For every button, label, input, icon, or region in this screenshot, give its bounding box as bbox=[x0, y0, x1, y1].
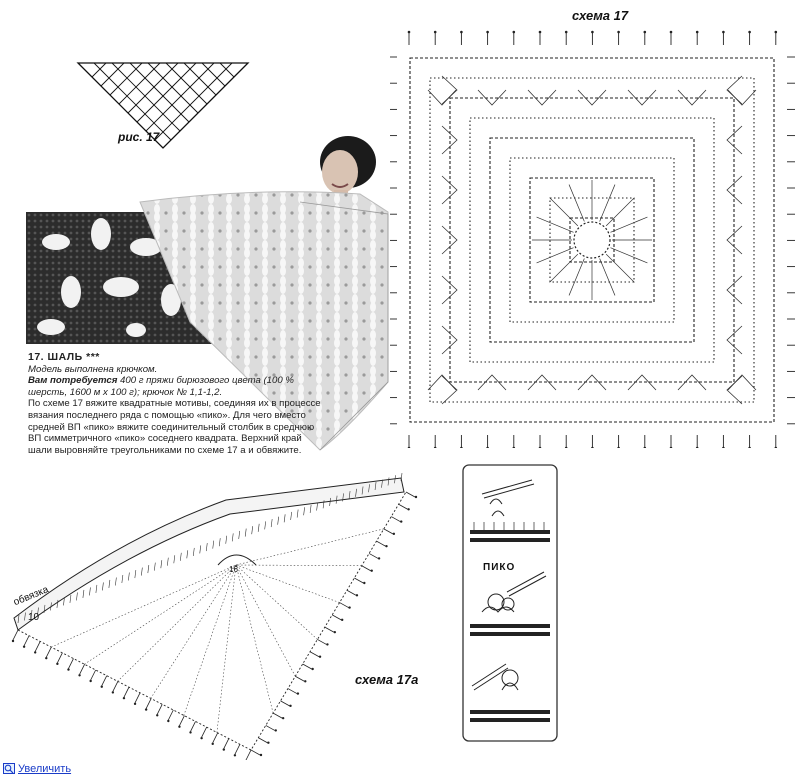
pattern-heading: 17. ШАЛЬ *** bbox=[28, 351, 100, 363]
scheme-17a-label: схема 17а bbox=[355, 672, 419, 687]
scheme-17-chart bbox=[390, 30, 795, 448]
triangle-grid-diagram bbox=[76, 62, 250, 149]
picot-label: ПИКО bbox=[483, 562, 516, 573]
materials-label: Вам потребуется bbox=[28, 375, 118, 387]
scheme-17a-chart bbox=[11, 472, 418, 760]
model-note: Модель выполнена крючком. bbox=[28, 363, 158, 375]
figure-label: рис. 17 bbox=[118, 130, 160, 144]
row-label-start: 10 bbox=[28, 612, 40, 623]
model-shawl-photo bbox=[139, 136, 389, 451]
instructions-text: По схеме 17 вяжите квадратные мотивы, со… bbox=[28, 398, 321, 456]
row-label-center: 16 bbox=[229, 565, 238, 574]
footer-bar bbox=[0, 760, 800, 777]
zoom-icon[interactable] bbox=[3, 763, 15, 774]
materials-line: Вам потребуется 400 г пряжи бирюзового ц… bbox=[28, 375, 328, 398]
pattern-description: 17. ШАЛЬ *** Модель выполнена крючком. В… bbox=[28, 351, 328, 456]
zoom-link[interactable]: Увеличить bbox=[18, 763, 72, 775]
materials-text: 400 г пряжи бирюзового цвета (100 % шерс… bbox=[28, 375, 294, 398]
scheme-17-label: схема 17 bbox=[572, 8, 629, 23]
technique-panel bbox=[462, 464, 558, 742]
